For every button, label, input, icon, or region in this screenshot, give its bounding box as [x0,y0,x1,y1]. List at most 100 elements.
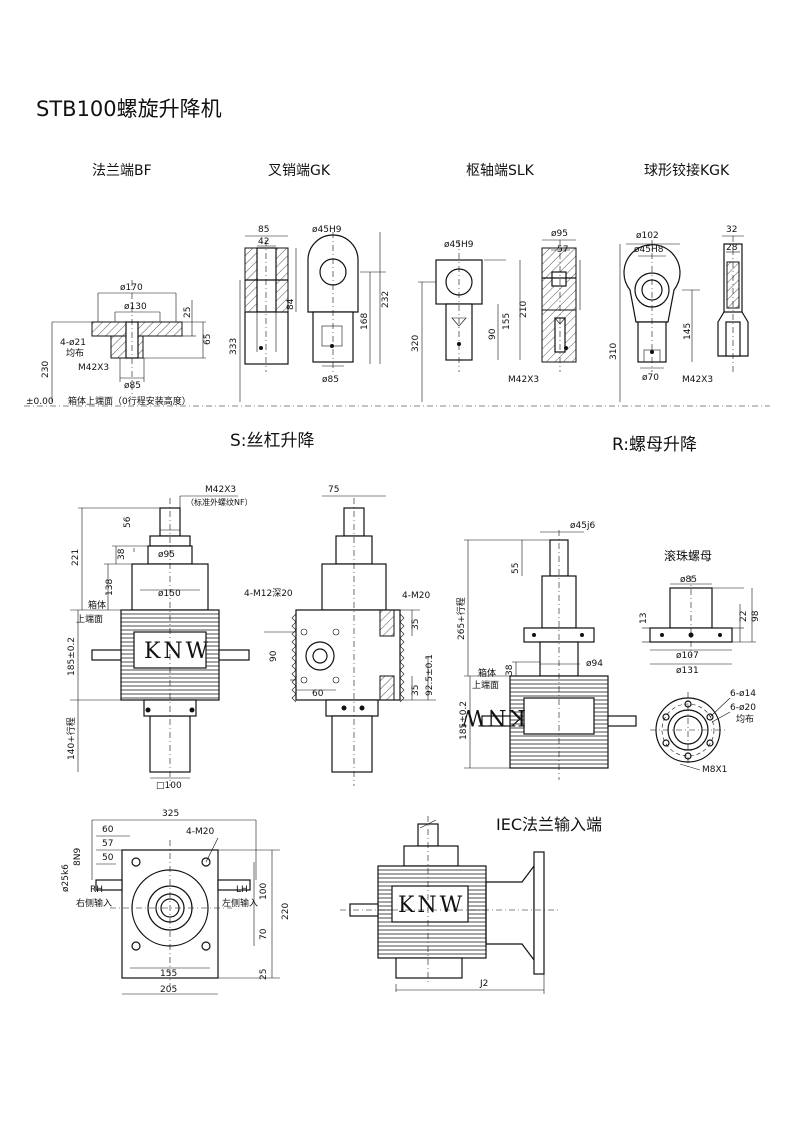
top-d25k6: ø25k6 [61,864,71,892]
kgk-h310: 310 [609,343,619,360]
iec-title: IEC法兰输入端 [496,815,602,834]
top-w155: 155 [160,969,177,979]
bf-h25: 25 [183,307,193,318]
bf-h65: 65 [203,334,213,345]
ballnut-drawing [642,576,756,771]
top-rh-note: 右侧输入 [76,897,112,909]
kgk-label: 球形铰接KGK [644,162,730,179]
r-front-view [464,530,637,780]
top-m20: 4-M20 [186,827,214,837]
gk-d45: ø45H9 [312,225,342,235]
bf-holes-note: 均布 [66,347,84,359]
ballnut-h13: 13 [639,613,649,624]
s-h185: 185±0.2 [67,637,77,676]
bf-label: 法兰端BF [92,163,152,179]
ballnut-m8: M8X1 [702,765,727,775]
s-h38: 38 [117,548,127,560]
r-d94: ø94 [586,659,603,669]
baseline-zero: ±0.00 [26,397,54,407]
bf-d85: ø85 [124,381,141,391]
slk-d95: ø95 [551,229,568,239]
bf-flange-drawing [51,280,206,402]
top-w50: 50 [102,853,114,863]
gk-label: 叉销端GK [268,163,331,179]
top-lh-note: 左侧输入 [222,897,258,909]
s-section-title: S:丝杠升降 [230,431,315,451]
gk-h168: 168 [360,313,370,330]
baseline-note: 箱体上端面（0行程安装高度） [68,395,191,407]
ballnut-h22: 22 [739,611,749,622]
r-h185: 185±0.2 [459,701,469,740]
kgk-thread: M42X3 [682,375,713,385]
s-h140: 140+行程 [65,717,77,760]
side-h925: 92.5±0.1 [425,654,435,696]
iec-j2: J2 [479,979,488,989]
bf-d170: ø170 [120,283,143,293]
side-h35a: 35 [411,619,421,630]
r-brand-logo: KNW [459,704,526,729]
top-rh: RH [90,885,103,895]
top-lh: LH [236,885,248,895]
bf-d130: ø130 [124,302,147,312]
kgk-w32: 32 [726,225,737,235]
slk-h210: 210 [519,301,529,318]
side-w75: 75 [328,485,339,495]
r-h38: 38 [505,664,515,676]
kgk-h145: 145 [683,323,693,340]
s-sq100: □100 [156,781,182,791]
r-d45j6: ø45j6 [570,521,595,531]
gk-w42: 42 [258,237,269,247]
slk-pivot-drawing [418,239,581,402]
r-h265: 265+行程 [455,597,467,640]
ballnut-h98: 98 [751,610,761,622]
top-view [91,819,280,995]
gk-h232: 232 [381,291,391,308]
ballnut-d107: ø107 [676,651,699,661]
r-box-label-2: 上端面 [472,679,499,691]
s-thread-note: （标准外螺纹NF） [186,497,253,507]
kgk-d45: ø45H8 [634,245,664,255]
ballnut-holes14: 6-ø14 [730,689,756,699]
s-box-label-2: 上端面 [76,613,103,625]
kgk-w28: 28 [726,243,738,253]
slk-h320: 320 [411,335,421,352]
gk-d85: ø85 [322,375,339,385]
s-side-view [264,495,436,786]
top-w57: 57 [102,839,113,849]
slk-h90: 90 [488,328,498,340]
ballnut-title: 滚珠螺母 [664,548,712,563]
s-thread: M42X3 [205,485,236,495]
top-w60: 60 [102,825,114,835]
s-brand-logo: KNW [144,639,211,664]
r-section-title: R:螺母升降 [612,435,697,455]
ballnut-holes20: 6-ø20 [730,703,756,713]
s-h221: 221 [71,549,81,566]
s-h56: 56 [123,516,133,528]
s-d95: ø95 [158,550,175,560]
iec-brand-logo: KNW [398,893,465,918]
kgk-d102: ø102 [636,231,659,241]
slk-thread: M42X3 [508,375,539,385]
side-m12: 4-M12深20 [244,588,293,599]
ballnut-d85: ø85 [680,575,697,585]
side-h35b: 35 [411,685,421,696]
top-w325: 325 [162,809,179,819]
top-8n9: 8N9 [73,848,83,866]
gk-h84: 84 [286,298,296,310]
slk-d45: ø45H9 [444,240,474,250]
top-h25: 25 [259,969,269,980]
slk-h155: 155 [502,313,512,330]
page-title: STB100螺旋升降机 [36,97,222,121]
bf-holes: 4-ø21 [60,338,86,348]
top-h70: 70 [259,928,269,940]
ballnut-d131: ø131 [676,666,699,676]
s-front-view [70,495,250,786]
ballnut-even: 均布 [736,713,754,725]
gk-clevis-drawing [239,232,386,402]
top-w205: 205 [160,985,177,995]
kgk-d70: ø70 [642,373,659,383]
bf-h230: 230 [41,361,51,378]
r-box-label-1: 箱体 [478,667,496,679]
side-h90: 90 [269,650,279,662]
bf-thread: M42X3 [78,363,109,373]
